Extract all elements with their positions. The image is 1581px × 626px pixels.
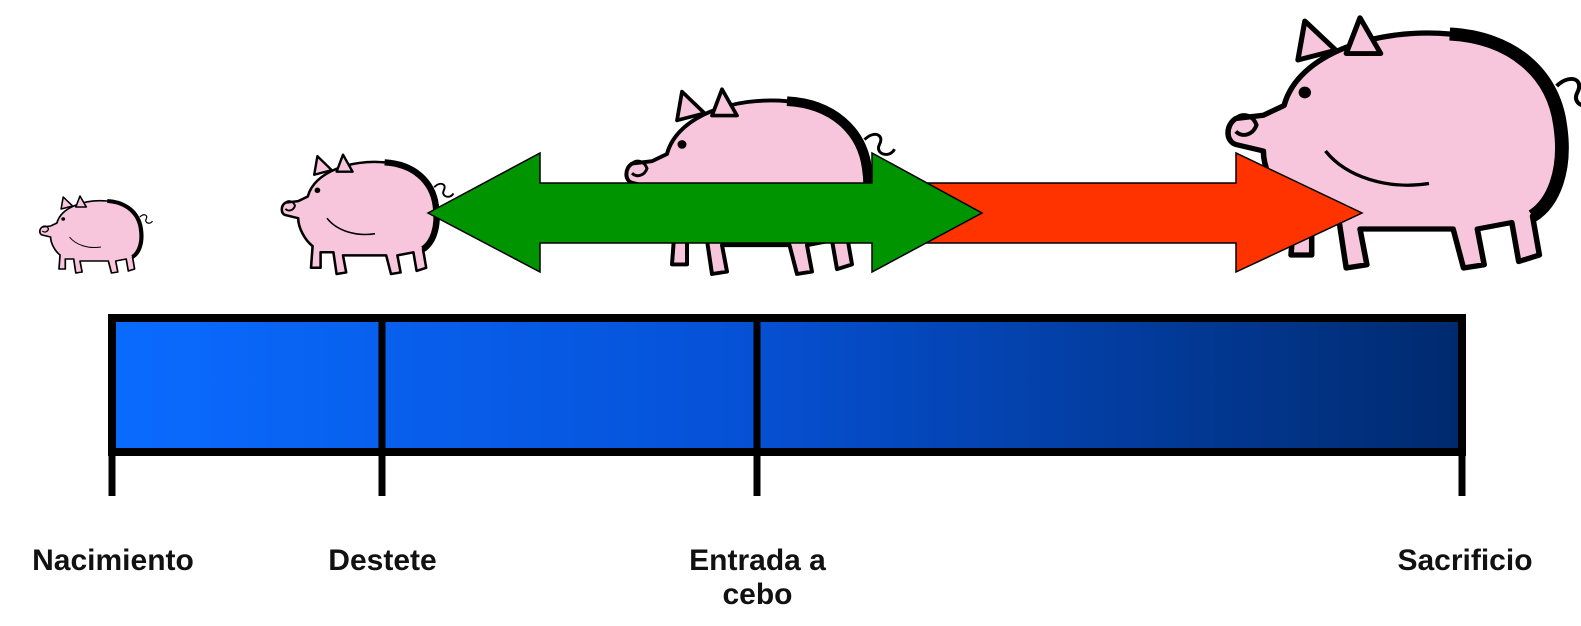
timeline-bar: [108, 314, 1466, 496]
red-arrow: [874, 151, 1364, 274]
stage-label-nacimiento: Nacimiento: [32, 544, 194, 577]
piglet-icon: [40, 196, 153, 273]
stage-label-sacrificio: Sacrificio: [1397, 544, 1533, 577]
stage-label-entrada-a-cebo: Entrada a cebo: [689, 544, 826, 611]
green-double-arrow: [426, 151, 984, 274]
weaner-pig-icon: [282, 155, 454, 274]
stage-label-destete: Destete: [328, 544, 437, 577]
grower-pig-icon: [626, 89, 894, 274]
